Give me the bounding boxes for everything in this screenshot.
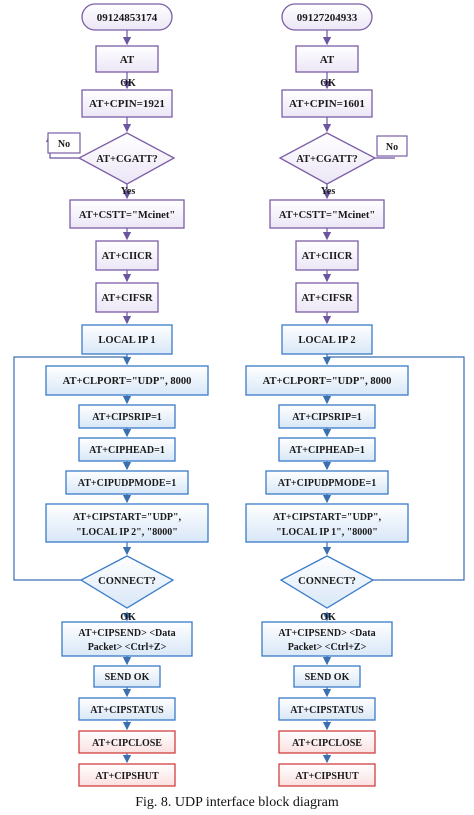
right-cpin-box [281, 89, 373, 118]
right-cipshut-box [278, 763, 376, 787]
left-cipsrip-text: AT+CIPSRIP=1 [92, 412, 162, 423]
right-ciicr-box [295, 240, 359, 271]
right-sendok-box [293, 665, 361, 688]
right-cgatt-text: AT+CGATT? [296, 154, 358, 165]
right-cifsr-text: AT+CIFSR [301, 293, 353, 304]
right-cipstatus-text: AT+CIPSTATUS [290, 705, 364, 716]
right-phone-text: 09127204933 [297, 12, 358, 24]
left-cipsend-box [61, 621, 193, 657]
left-cifsr-box [95, 282, 159, 313]
left-at-text: AT [120, 54, 135, 66]
left-ciphead-box [78, 437, 176, 462]
left-ciphead-text: AT+CIPHEAD=1 [89, 445, 165, 456]
left-connectors-blue [13, 354, 132, 764]
right-ciicr-text: AT+CIICR [302, 251, 353, 262]
figure-caption: Fig. 8. UDP interface block diagram [135, 795, 339, 810]
left-clport-text: AT+CLPORT="UDP", 8000 [63, 376, 192, 387]
left-cipstart-line2: "LOCAL IP 2", "8000" [76, 527, 178, 538]
left-ok1-label: OK [120, 78, 136, 89]
right-cipstart-line1: AT+CIPSTART="UDP", [273, 512, 382, 523]
left-cstt-box [69, 199, 185, 229]
left-connect-decision [79, 555, 175, 609]
left-connect-text: CONNECT? [98, 576, 156, 587]
right-cipsend-line2: Packet> <Ctrl+Z> [288, 642, 367, 653]
right-cipclose-box [278, 730, 376, 754]
left-cipstatus-text: AT+CIPSTATUS [90, 705, 164, 716]
left-cipudpmode-box [65, 470, 189, 495]
right-yes-label: Yes [321, 186, 336, 197]
right-clport-box [245, 365, 409, 396]
left-cipsend-line2: Packet> <Ctrl+Z> [88, 642, 167, 653]
left-sendok-box [93, 665, 161, 688]
left-cipsend-line1: AT+CIPSEND> <Data [78, 628, 175, 639]
left-cipstart-line1: AT+CIPSTART="UDP", [73, 512, 182, 523]
right-connect-text: CONNECT? [298, 576, 356, 587]
right-localip-text: LOCAL IP 2 [298, 335, 355, 346]
left-clport-box [45, 365, 209, 396]
left-localip-text: LOCAL IP 1 [98, 335, 155, 346]
right-column: 09127204933 AT OK AT+CPIN=1601 No AT+CGA… [245, 3, 465, 787]
right-no-box [376, 135, 408, 157]
right-phone-terminal [281, 3, 373, 31]
right-cipsrip-box [278, 404, 376, 429]
right-cipclose-text: AT+CIPCLOSE [292, 738, 362, 749]
left-cipclose-box [78, 730, 176, 754]
right-clport-text: AT+CLPORT="UDP", 8000 [263, 376, 392, 387]
left-column: 09124853174 AT OK AT+CPIN=1921 No AT+CGA… [13, 3, 209, 787]
right-cipsrip-text: AT+CIPSRIP=1 [292, 412, 362, 423]
right-ok2-label: OK [320, 612, 336, 623]
left-cipsrip-box [78, 404, 176, 429]
right-cstt-box [269, 199, 385, 229]
left-ciicr-box [95, 240, 159, 271]
left-localip-box [81, 324, 173, 355]
right-cipudpmode-text: AT+CIPUDPMODE=1 [278, 478, 376, 489]
right-cipstart-box [245, 503, 409, 543]
right-cgatt-decision [278, 132, 377, 185]
right-cstt-text: AT+CSTT="Mcinet" [279, 210, 375, 221]
right-cpin-text: AT+CPIN=1601 [289, 98, 365, 110]
right-ciphead-text: AT+CIPHEAD=1 [289, 445, 365, 456]
right-at-box [295, 45, 359, 73]
right-sendok-text: SEND OK [305, 672, 350, 683]
left-cipclose-text: AT+CIPCLOSE [92, 738, 162, 749]
right-ok1-label: OK [320, 78, 336, 89]
left-phone-terminal [81, 3, 173, 31]
left-cipshut-box [78, 763, 176, 787]
right-connectors-blue [322, 354, 465, 764]
right-cipsend-line1: AT+CIPSEND> <Data [278, 628, 375, 639]
left-phone-text: 09124853174 [97, 12, 158, 24]
left-cifsr-text: AT+CIFSR [101, 293, 153, 304]
left-cipstart-box [45, 503, 209, 543]
left-cpin-text: AT+CPIN=1921 [89, 98, 165, 110]
left-cipshut-text: AT+CIPSHUT [95, 771, 159, 782]
left-cgatt-text: AT+CGATT? [96, 154, 158, 165]
left-ok2-label: OK [120, 612, 136, 623]
right-cipsend-box [261, 621, 393, 657]
left-cipudpmode-text: AT+CIPUDPMODE=1 [78, 478, 176, 489]
right-cipshut-text: AT+CIPSHUT [295, 771, 359, 782]
left-yes-label: Yes [121, 186, 136, 197]
left-no-label: No [58, 139, 70, 150]
left-cstt-text: AT+CSTT="Mcinet" [79, 210, 175, 221]
right-cipudpmode-box [265, 470, 389, 495]
left-cipstatus-box [78, 697, 176, 721]
left-at-box [95, 45, 159, 73]
right-ciphead-box [278, 437, 376, 462]
right-localip-box [281, 324, 373, 355]
right-at-text: AT [320, 54, 335, 66]
right-cifsr-box [295, 282, 359, 313]
right-no-label: No [386, 142, 398, 153]
right-connectors [322, 30, 395, 325]
right-cipstart-line2: "LOCAL IP 1", "8000" [276, 527, 378, 538]
left-ciicr-text: AT+CIICR [102, 251, 153, 262]
left-no-box [47, 132, 81, 154]
left-sendok-text: SEND OK [105, 672, 150, 683]
right-connect-decision [279, 555, 375, 609]
right-cipstatus-box [278, 697, 376, 721]
left-cgatt-decision [77, 132, 176, 185]
left-cpin-box [81, 89, 173, 118]
